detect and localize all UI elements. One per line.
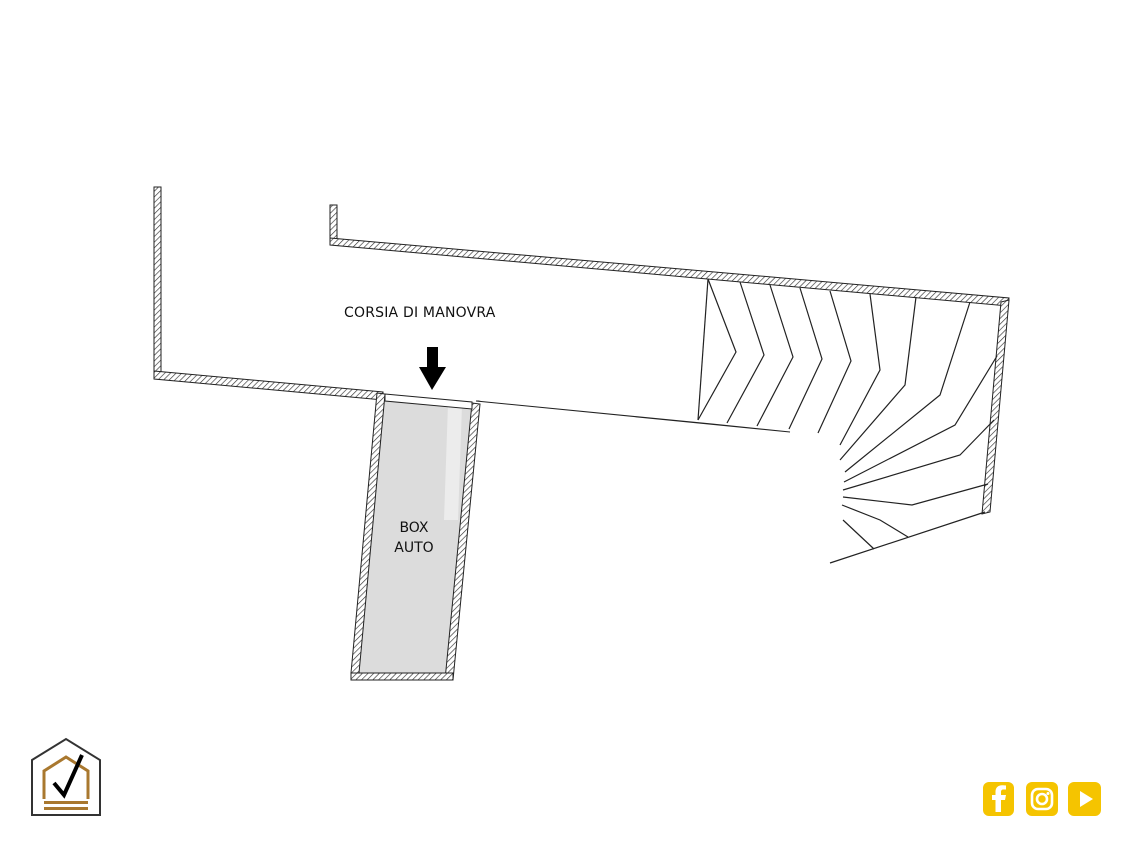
house-check-logo-icon: [31, 737, 101, 816]
wall-corridor-lower: [153, 370, 384, 401]
box-door-opening: [384, 393, 473, 410]
wall-corridor-upper: [329, 237, 1010, 307]
box-label-line1: BOX: [399, 520, 429, 536]
ramp-lines: [697, 278, 998, 550]
wall-corridor-lower-right: [475, 400, 791, 433]
box-auto-area: [358, 398, 475, 673]
box-light-strip: [444, 404, 462, 520]
instagram-icon[interactable]: [1026, 782, 1058, 816]
wall-top-short-vertical: [329, 204, 338, 244]
wall-left-vertical: [153, 186, 162, 378]
ramp-edge-bottom: [829, 511, 986, 564]
wall-ramp-right: [981, 299, 1010, 515]
facebook-icon[interactable]: [983, 782, 1014, 816]
youtube-icon[interactable]: [1068, 782, 1101, 816]
arrow-down-icon: [419, 347, 446, 390]
box-wall-bottom: [350, 672, 454, 681]
box-label-line2: AUTO: [394, 540, 434, 556]
box-auto-label: BOX AUTO: [384, 518, 444, 558]
corsia-label: CORSIA DI MANOVRA: [344, 305, 496, 321]
